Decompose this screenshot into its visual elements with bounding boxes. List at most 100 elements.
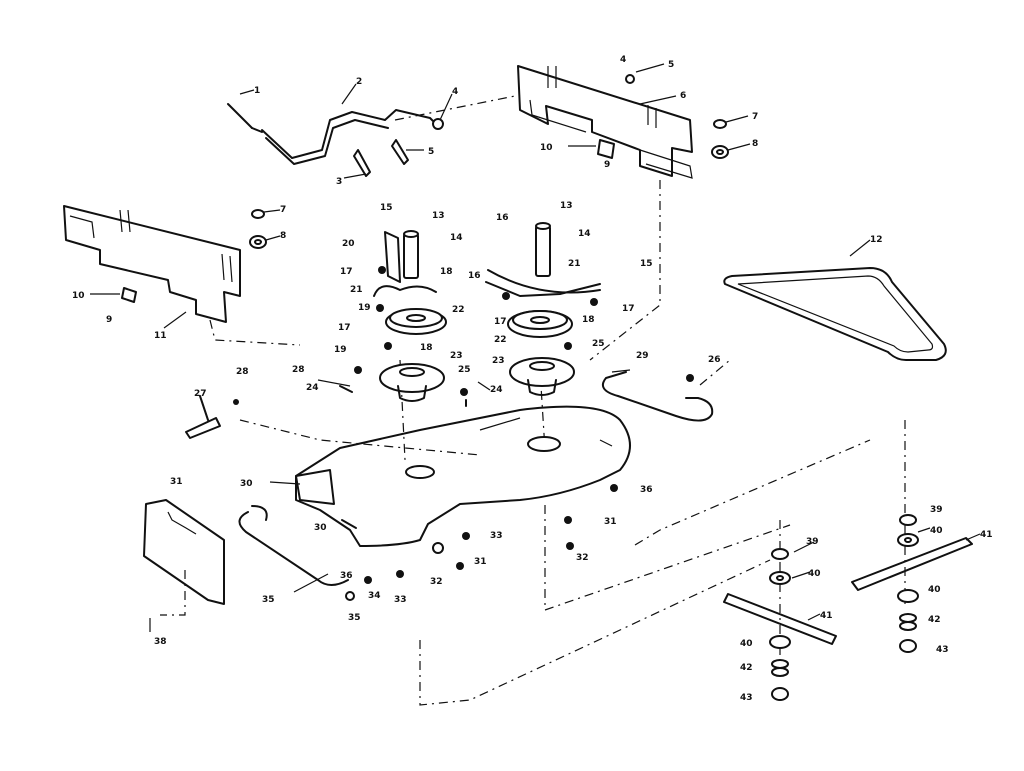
callout-label: 13 bbox=[432, 211, 445, 221]
callout-label: 22 bbox=[452, 305, 465, 315]
callout-label: 31 bbox=[170, 477, 183, 487]
callout-label: 17 bbox=[340, 267, 353, 277]
callout-label: 8 bbox=[752, 139, 758, 149]
blade-right-part-41 bbox=[851, 514, 973, 653]
callout-label: 16 bbox=[468, 271, 481, 281]
callout-label: 36 bbox=[640, 485, 653, 495]
callout-label: 32 bbox=[576, 553, 589, 563]
callout-label: 36 bbox=[340, 571, 353, 581]
callout-label: 41 bbox=[820, 611, 833, 621]
callout-label: 40 bbox=[808, 569, 821, 579]
handle-grip-part-1 bbox=[227, 103, 263, 133]
callout-label: 39 bbox=[930, 505, 943, 515]
bumper-rod-part-35 bbox=[238, 505, 349, 586]
callout-label: 17 bbox=[622, 304, 635, 314]
callout-label: 17 bbox=[494, 317, 507, 327]
pin-part-27 bbox=[185, 395, 221, 439]
callout-label: 13 bbox=[560, 201, 573, 211]
deck-hardware bbox=[233, 366, 694, 601]
callout-label: 7 bbox=[280, 205, 286, 215]
callout-label: 34 bbox=[368, 591, 381, 601]
callout-label: 15 bbox=[380, 203, 393, 213]
callout-label: 20 bbox=[342, 239, 355, 249]
callout-label: 10 bbox=[72, 291, 85, 301]
callout-label: 25 bbox=[592, 339, 605, 349]
callout-label: 10 bbox=[540, 143, 553, 153]
lift-lever-rod-part-2 bbox=[261, 109, 439, 165]
callout-label: 29 bbox=[636, 351, 649, 361]
callout-label: 40 bbox=[928, 585, 941, 595]
callout-label: 38 bbox=[154, 637, 167, 647]
callout-label: 43 bbox=[740, 693, 753, 703]
callout-label: 18 bbox=[420, 343, 433, 353]
callout-label: 18 bbox=[582, 315, 595, 325]
clip-part-3 bbox=[353, 139, 409, 177]
callout-label: 4 bbox=[620, 55, 626, 65]
callout-label: 16 bbox=[496, 213, 509, 223]
callout-label: 19 bbox=[358, 303, 371, 313]
drive-belt-part-12 bbox=[723, 267, 947, 361]
callout-label: 9 bbox=[106, 315, 112, 325]
assembly-center-lines bbox=[160, 94, 906, 706]
callout-label: 1 bbox=[254, 86, 260, 96]
callout-label: 25 bbox=[458, 365, 471, 375]
blade-left-part-41 bbox=[723, 548, 837, 701]
callout-label: 18 bbox=[440, 267, 453, 277]
deck-hanger-bracket-right-part-6 bbox=[517, 65, 693, 179]
callout-label: 9 bbox=[604, 160, 610, 170]
callout-label: 32 bbox=[430, 577, 443, 587]
callout-label: 21 bbox=[350, 285, 363, 295]
callout-label: 6 bbox=[680, 91, 686, 101]
callout-label: 33 bbox=[490, 531, 503, 541]
callout-label: 42 bbox=[740, 663, 753, 673]
callout-label: 12 bbox=[870, 235, 883, 245]
callout-label: 24 bbox=[490, 385, 503, 395]
callout-label: 41 bbox=[980, 530, 993, 540]
callout-label: 40 bbox=[740, 639, 753, 649]
right-spindle-assembly bbox=[485, 222, 601, 396]
callout-label: 28 bbox=[236, 367, 249, 377]
callout-label: 31 bbox=[474, 557, 487, 567]
callout-label: 40 bbox=[930, 526, 943, 536]
callout-label: 14 bbox=[450, 233, 463, 243]
left-spindle-assembly bbox=[373, 230, 447, 402]
callout-label: 2 bbox=[356, 77, 362, 87]
callout-label: 21 bbox=[568, 259, 581, 269]
callout-label: 15 bbox=[640, 259, 653, 269]
callout-labels: 1 2 3 4 5 4 5 6 7 8 10 9 7 8 10 9 11 12 … bbox=[72, 55, 993, 703]
callout-label: 28 bbox=[292, 365, 305, 375]
callout-label: 17 bbox=[338, 323, 351, 333]
callout-label: 14 bbox=[578, 229, 591, 239]
washers-part-7-8 bbox=[249, 119, 729, 249]
callout-leader-lines bbox=[90, 63, 981, 632]
nut-part-4 bbox=[432, 74, 635, 130]
callout-label: 23 bbox=[450, 351, 463, 361]
callout-label: 39 bbox=[806, 537, 819, 547]
callout-label: 11 bbox=[154, 331, 167, 341]
deck-hanger-bracket-left-part-11 bbox=[63, 205, 241, 323]
callout-label: 19 bbox=[334, 345, 347, 355]
callout-label: 4 bbox=[452, 87, 458, 97]
callout-label: 26 bbox=[708, 355, 721, 365]
callout-label: 30 bbox=[314, 523, 327, 533]
callout-label: 27 bbox=[194, 389, 207, 399]
callout-label: 35 bbox=[348, 613, 361, 623]
callout-label: 7 bbox=[752, 112, 758, 122]
callout-label: 23 bbox=[492, 356, 505, 366]
callout-label: 42 bbox=[928, 615, 941, 625]
belt-guide-rod-part-29 bbox=[602, 369, 714, 422]
callout-label: 33 bbox=[394, 595, 407, 605]
callout-label: 8 bbox=[280, 231, 286, 241]
discharge-shield-part-31 bbox=[143, 499, 225, 605]
callout-label: 30 bbox=[240, 479, 253, 489]
callout-label: 5 bbox=[668, 60, 674, 70]
callout-label: 35 bbox=[262, 595, 275, 605]
mower-deck-plate bbox=[295, 405, 631, 547]
callout-label: 24 bbox=[306, 383, 319, 393]
callout-label: 22 bbox=[494, 335, 507, 345]
callout-label: 5 bbox=[428, 147, 434, 157]
callout-label: 31 bbox=[604, 517, 617, 527]
callout-label: 3 bbox=[336, 177, 342, 187]
callout-label: 43 bbox=[936, 645, 949, 655]
